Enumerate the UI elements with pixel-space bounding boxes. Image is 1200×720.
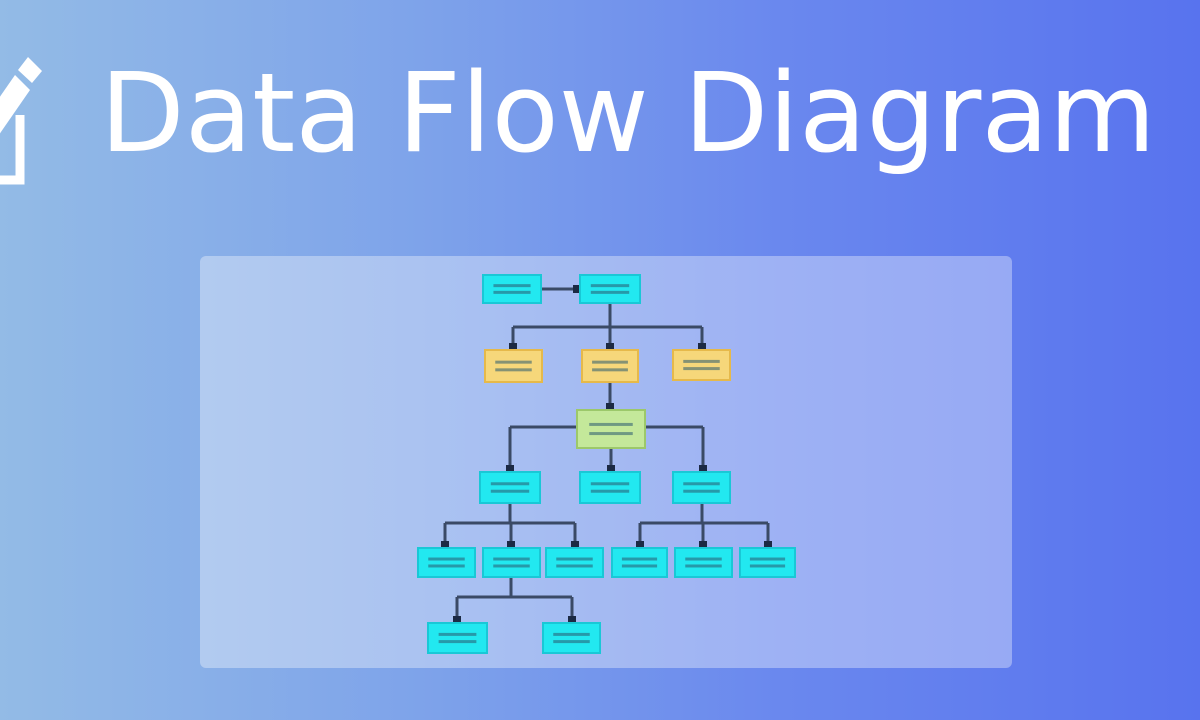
- diagram-panel: [200, 256, 1012, 668]
- diagram-node: [611, 547, 668, 578]
- node-text-line: [749, 557, 786, 561]
- node-text-line: [493, 564, 530, 568]
- node-text-line: [683, 359, 720, 363]
- node-text-line: [589, 422, 633, 426]
- node-text-line: [592, 360, 628, 364]
- arrowheads: [441, 285, 772, 622]
- node-text-line: [621, 564, 658, 568]
- connector: [443, 503, 577, 548]
- node-text-line: [553, 640, 590, 644]
- diagram-node: [672, 349, 731, 381]
- node-text-line: [495, 368, 532, 372]
- node-text-line: [683, 367, 720, 371]
- diagram-node: [545, 547, 604, 578]
- node-text-line: [749, 564, 786, 568]
- node-text-line: [493, 290, 531, 294]
- node-text-line: [428, 557, 465, 561]
- node-text-line: [553, 632, 590, 636]
- node-text-line: [556, 557, 593, 561]
- diagram-node: [579, 471, 641, 504]
- node-text-line: [685, 564, 722, 568]
- edit-document-icon: [0, 57, 42, 185]
- diagram-node: [542, 622, 601, 654]
- illegible-node-text: [428, 284, 786, 644]
- node-text-line: [590, 489, 630, 493]
- node-text-line: [438, 640, 477, 644]
- node-text-line: [589, 432, 633, 436]
- diagram-node: [581, 349, 639, 383]
- diagram-node: [479, 471, 541, 504]
- connector: [455, 577, 574, 623]
- diagram-node: [482, 547, 541, 578]
- node-text-line: [590, 482, 630, 486]
- connector: [508, 425, 705, 472]
- node-text-line: [683, 482, 720, 486]
- diagram-node: [739, 547, 796, 578]
- diagram-node: [484, 349, 543, 383]
- node-text-line: [592, 368, 628, 372]
- diagram-node: [576, 409, 646, 449]
- node-text-line: [438, 632, 477, 636]
- nodes: [417, 274, 796, 654]
- node-text-line: [621, 557, 658, 561]
- node-text-line: [556, 564, 593, 568]
- page-title: Data Flow Diagram: [100, 49, 1156, 177]
- node-text-line: [428, 564, 465, 568]
- diagram-node: [482, 274, 542, 304]
- node-text-line: [490, 489, 530, 493]
- node-text-line: [493, 284, 531, 288]
- diagram-node: [427, 622, 488, 654]
- node-text-line: [493, 557, 530, 561]
- diagram-node: [674, 547, 733, 578]
- connector: [511, 303, 704, 350]
- node-text-line: [685, 557, 722, 561]
- node-text-line: [490, 482, 530, 486]
- node-text-line: [495, 360, 532, 364]
- node-text-line: [590, 284, 630, 288]
- diagram-node: [672, 471, 731, 504]
- node-text-line: [590, 290, 630, 294]
- connector: [638, 503, 770, 548]
- node-text-line: [683, 489, 720, 493]
- diagram-node: [417, 547, 476, 578]
- diagram-node: [579, 274, 641, 304]
